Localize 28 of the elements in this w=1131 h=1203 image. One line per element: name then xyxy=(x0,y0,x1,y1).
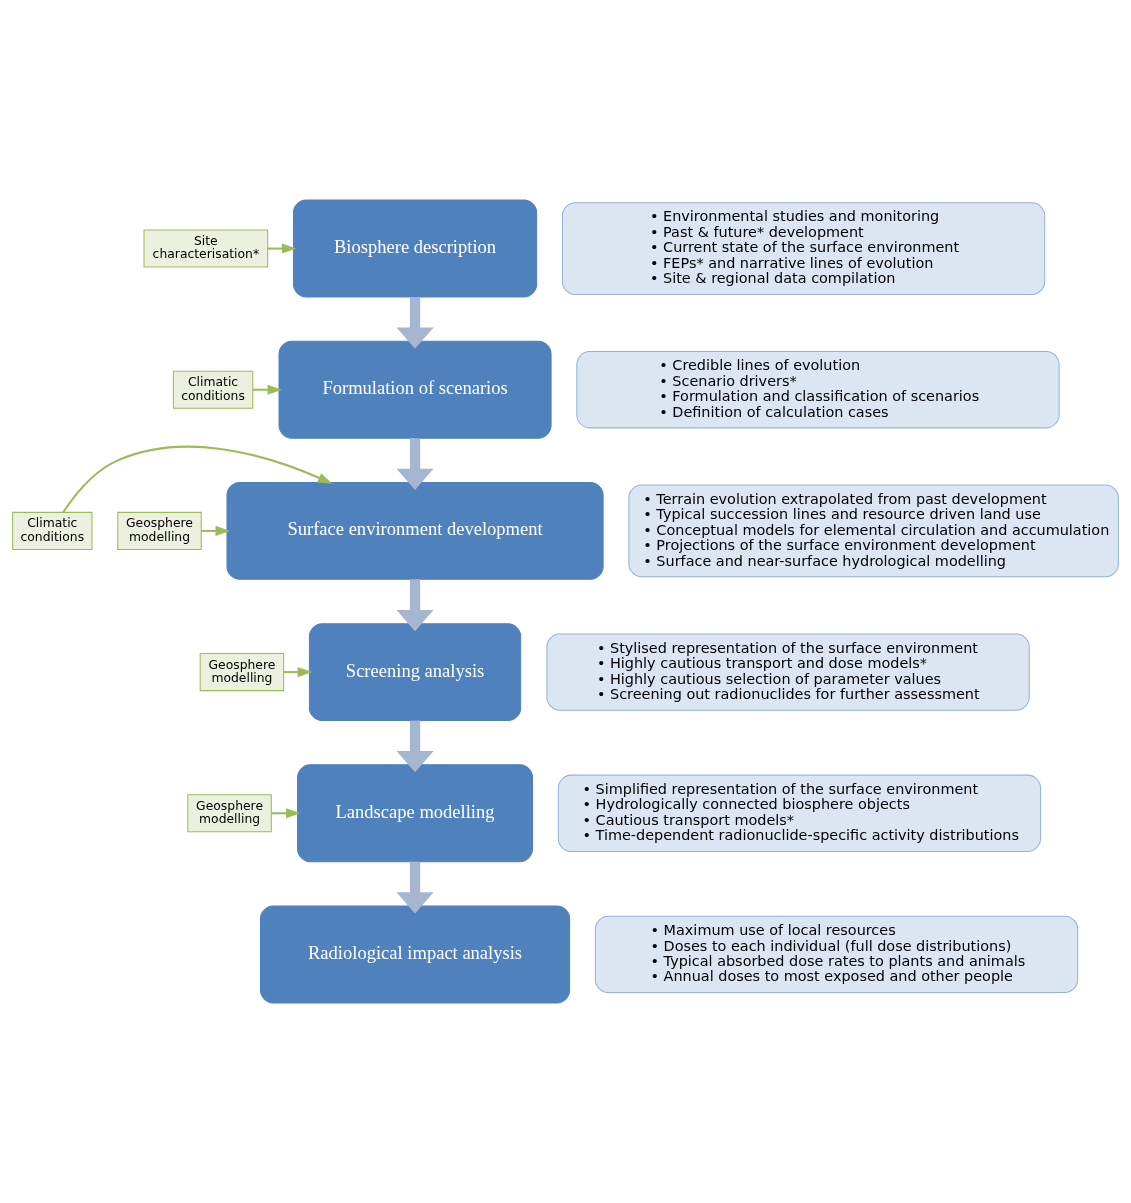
node-box: Screening analysis xyxy=(308,623,522,722)
node-box: • Terrain evolution extrapolated from past development • Typical succession lines and resource driven land use • Conceptual models for elemental circulation and accumulation • Projections of the surface environment development • Surface and near-surface hydrological modelling xyxy=(628,484,1119,578)
node-box: Climatic conditions xyxy=(172,370,254,409)
node-box: Site characterisation* xyxy=(143,229,269,268)
arrow xyxy=(62,445,333,513)
arrow xyxy=(396,720,434,773)
node-box: Geosphere modelling xyxy=(187,794,272,833)
node-box: • Maximum use of local resources • Doses to each individual (full dose distributions) • Typical absorbed dose rates to plants and animals • Annual doses to most exposed and other people xyxy=(594,915,1079,994)
node-box: • Credible lines of evolution • Scenario drivers* • Formulation and classification of scenarios • Definition of calculation cases xyxy=(576,351,1060,429)
node-box: Surface environment development xyxy=(226,481,604,580)
node-box: • Environmental studies and monitoring • Past & future* development • Current state of the surface environment • FEPs* and narrative lines of evolution • Site & regional data compilation xyxy=(561,202,1046,295)
node-box: Radiological impact analysis xyxy=(259,905,571,1004)
node-box: • Stylised representation of the surface environment • Highly cautious transport and dose models* • Highly cautious selection of parameter values • Screening out radionuclides for further assessment xyxy=(546,633,1030,711)
node-box: Landscape modelling xyxy=(297,764,534,863)
node-box: Geosphere modelling xyxy=(117,511,202,550)
node-box: Formulation of scenarios xyxy=(278,340,552,439)
arrow xyxy=(396,297,434,349)
arrow xyxy=(252,384,282,395)
arrow xyxy=(267,243,297,254)
node-box: Biosphere description xyxy=(292,199,538,298)
node-box: • Simplified representation of the surface environment • Hydrologically connected biosphere objects • Cautious transport models* • Time-dependent radionuclide-specific activity distributions xyxy=(557,774,1042,852)
node-box: Climatic conditions xyxy=(12,511,93,550)
arrow xyxy=(201,525,230,536)
arrow xyxy=(283,667,313,678)
node-box: Geosphere modelling xyxy=(199,653,285,692)
arrow xyxy=(396,579,434,632)
arrow xyxy=(396,438,434,490)
arrow xyxy=(396,861,434,914)
